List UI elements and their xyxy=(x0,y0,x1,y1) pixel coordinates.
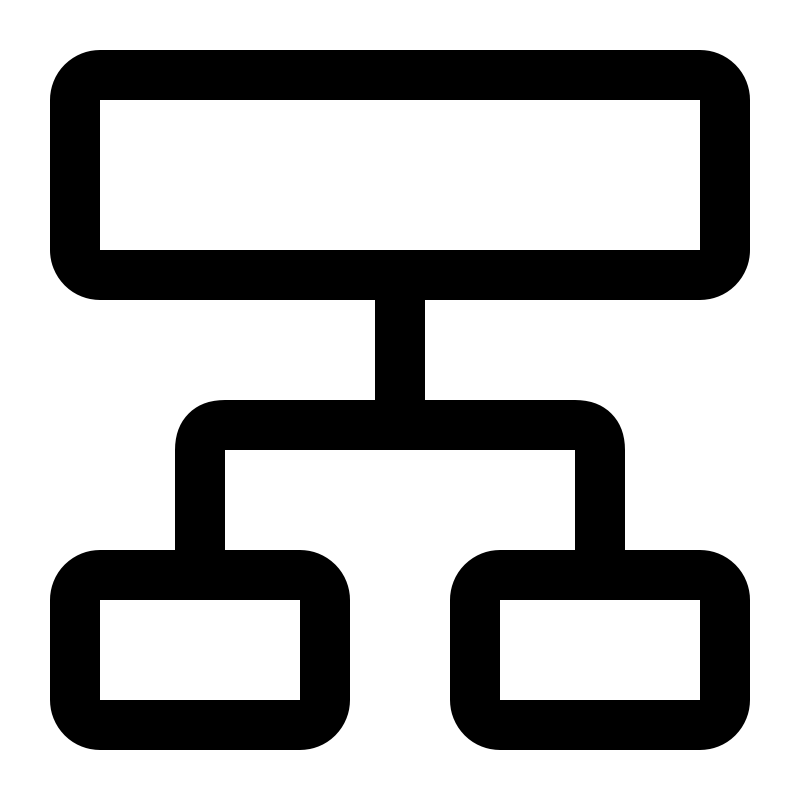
root-node-box xyxy=(50,50,750,300)
left-child-node-box xyxy=(50,550,350,750)
branch-connector-line xyxy=(175,400,625,575)
right-child-node-box xyxy=(450,550,750,750)
sitemap-icon-shapes xyxy=(50,50,750,750)
